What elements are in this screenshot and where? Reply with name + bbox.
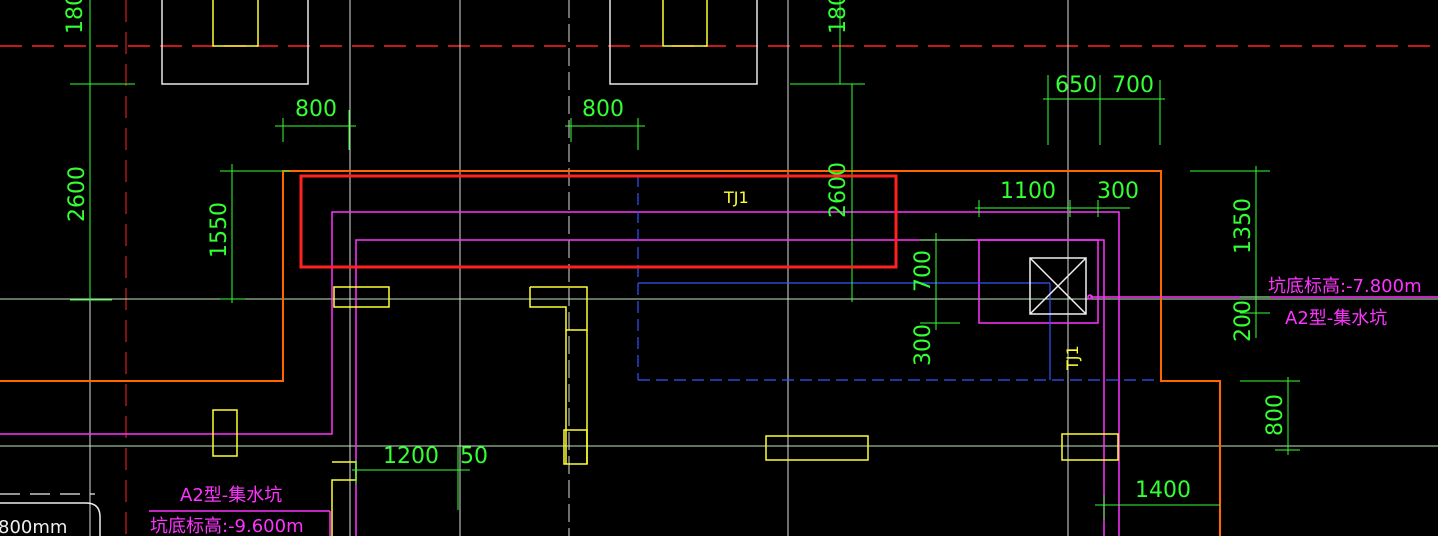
dim-800-right: 800 xyxy=(1263,394,1288,436)
callout-box xyxy=(0,502,101,536)
partial-mm-label: 800mm xyxy=(0,517,67,536)
column-footings xyxy=(161,0,758,85)
dim-180-left: 180 xyxy=(63,0,88,34)
structural-elements xyxy=(212,286,1119,536)
dim-1100: 1100 xyxy=(1000,179,1056,204)
pit-type-right: A2型-集水坑 xyxy=(1285,308,1387,329)
dim-2600-mid: 2600 xyxy=(826,162,851,218)
pit-elevation-right: 坑底标高:-7.800m xyxy=(1268,276,1422,297)
pit-outlines xyxy=(0,211,1438,536)
tj1-label-horizontal: TJ1 xyxy=(723,188,749,207)
dim-650: 650 xyxy=(1055,73,1097,98)
selection-rectangle[interactable] xyxy=(299,174,898,269)
tj1-label-vertical: TJ1 xyxy=(1063,345,1082,371)
pit-elevation-left: 坑底标高:-9.600m xyxy=(150,516,304,536)
dim-180-right: 180 xyxy=(826,0,851,34)
foundation-outline xyxy=(0,170,1221,536)
dim-300-top: 300 xyxy=(1097,179,1139,204)
dim-1550: 1550 xyxy=(207,202,232,258)
dim-1200: 1200 xyxy=(383,444,439,469)
dim-300-vertical: 300 xyxy=(911,324,936,366)
guide-lines xyxy=(0,298,1438,447)
dim-1400: 1400 xyxy=(1135,478,1191,503)
dim-800-a: 800 xyxy=(295,97,337,122)
pit-type-left: A2型-集水坑 xyxy=(180,485,282,506)
dim-200: 200 xyxy=(1231,300,1256,342)
dim-700-top: 700 xyxy=(1112,73,1154,98)
dim-2600-left: 2600 xyxy=(65,166,90,222)
dim-1350: 1350 xyxy=(1231,198,1256,254)
sump-box xyxy=(1029,257,1087,315)
dim-700-vertical: 700 xyxy=(911,250,936,292)
hidden-lines xyxy=(637,175,1160,381)
dim-800-b: 800 xyxy=(582,97,624,122)
column-stubs xyxy=(212,0,708,47)
dim-50: 50 xyxy=(460,444,488,469)
dimension-lines xyxy=(70,0,1300,520)
grid-lines xyxy=(89,0,1069,536)
